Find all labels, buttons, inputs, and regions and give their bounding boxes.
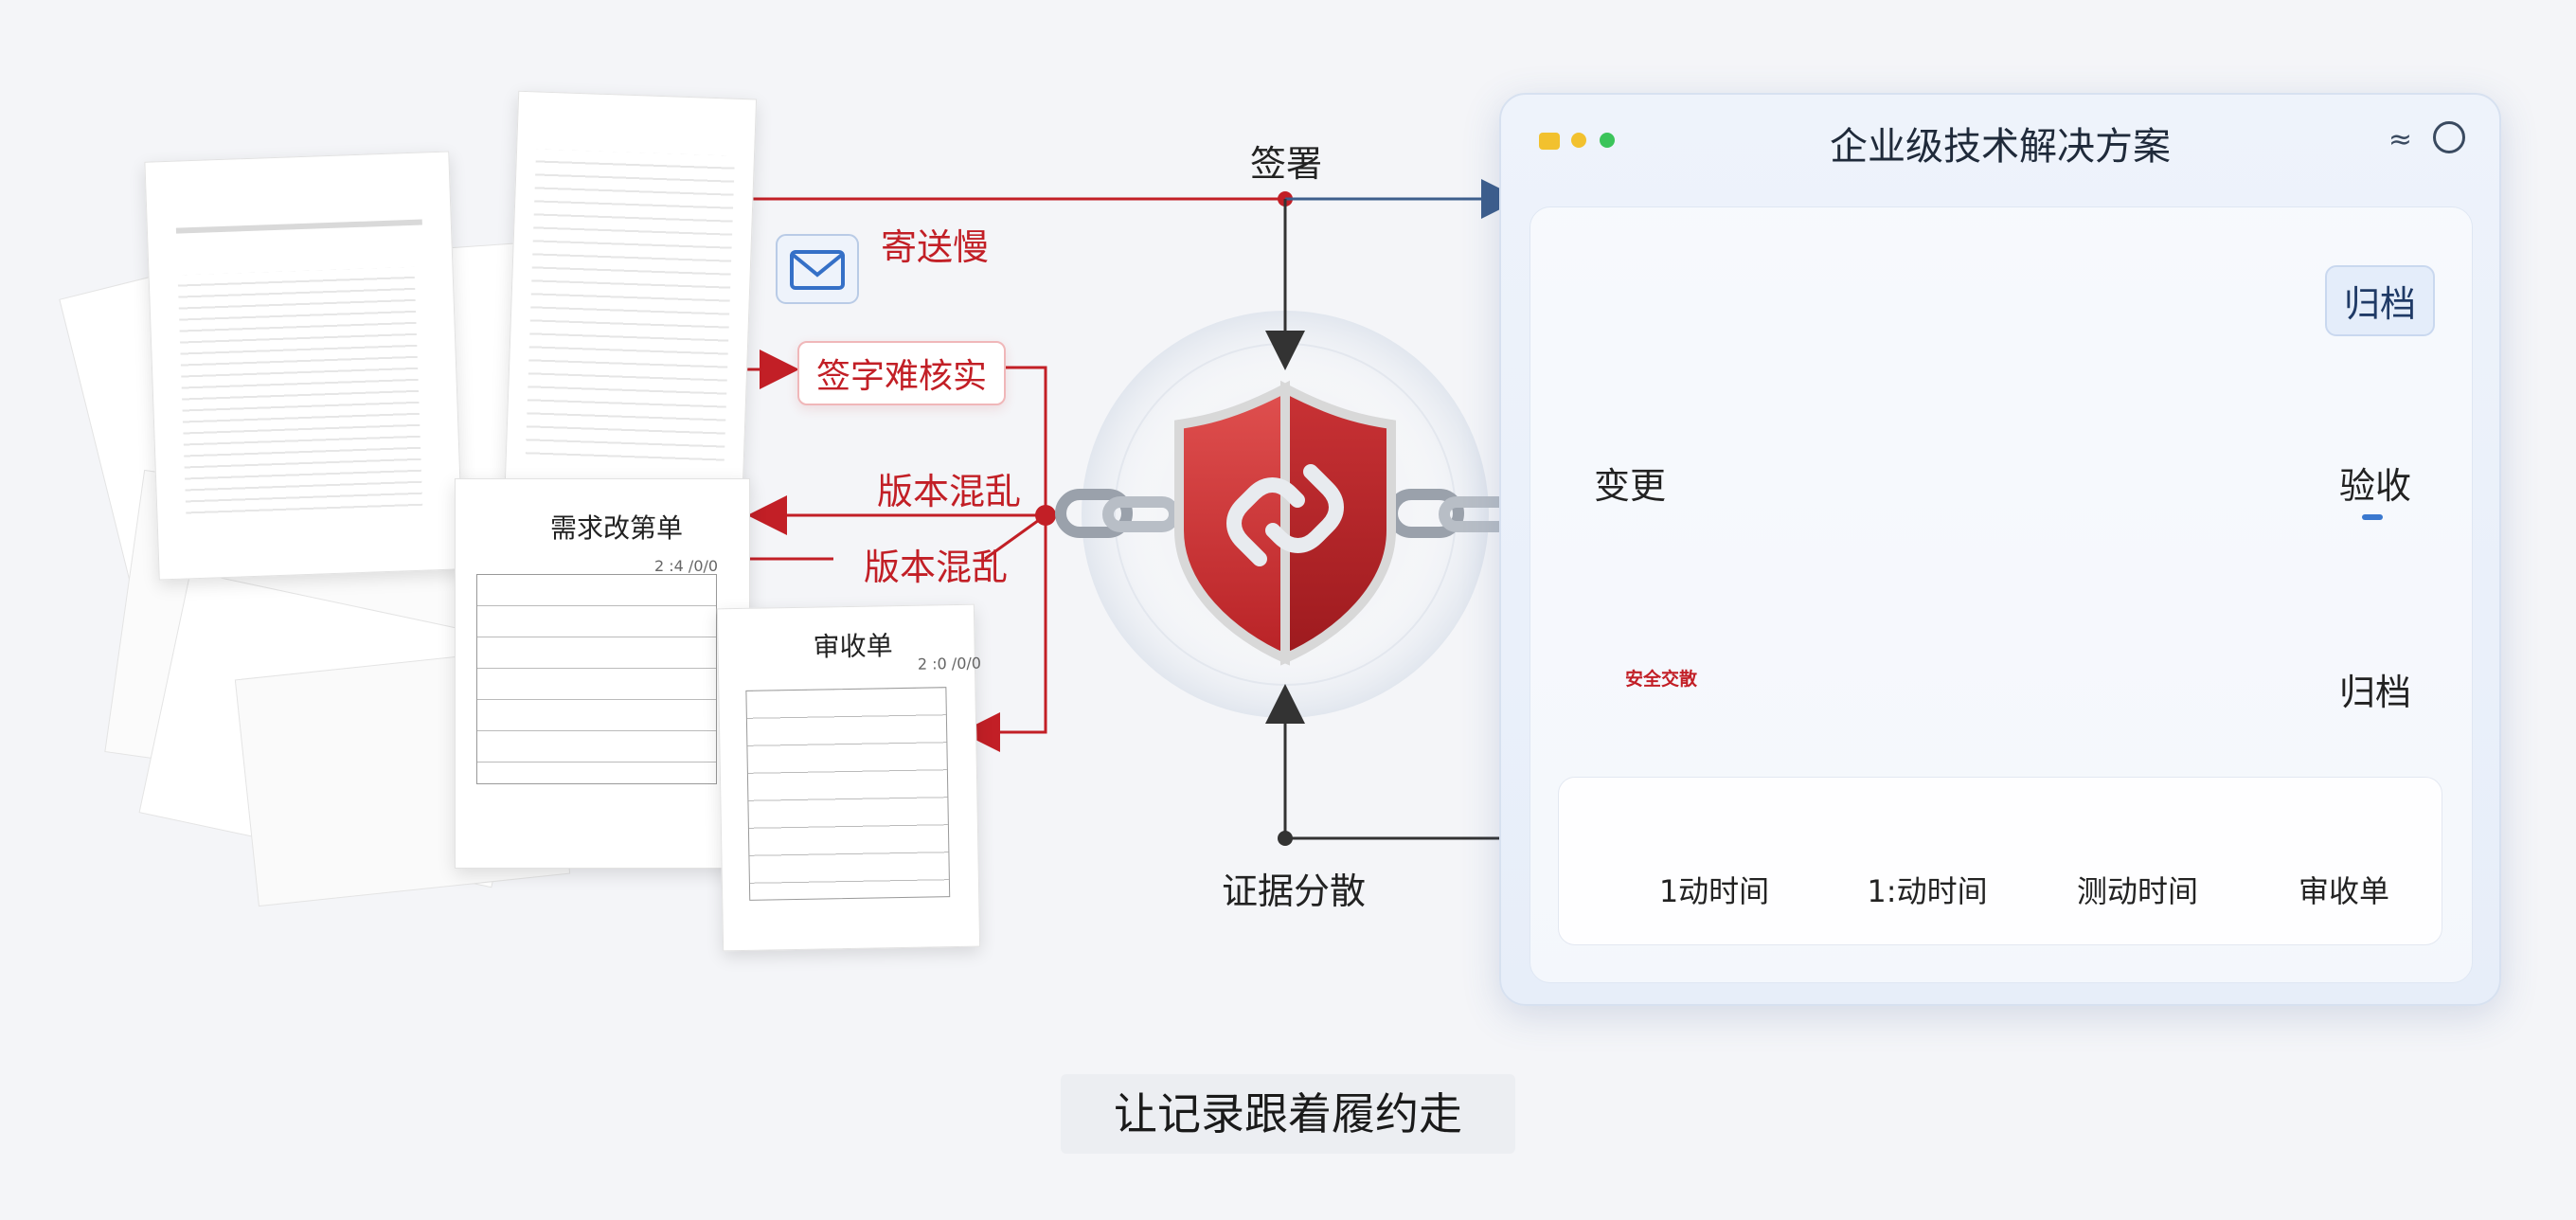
label-sign: 签署 (1250, 143, 1323, 185)
problem-version-mess-1: 版本混乱 (877, 471, 1022, 512)
shield-icon (1174, 380, 1396, 666)
check-circle-icon[interactable] (2433, 121, 2465, 153)
acceptance-form: 审收单 2 :0 /0/0 (716, 603, 982, 952)
timeline-step-1: 1动时间 (1658, 873, 1770, 909)
junction-dot (1035, 505, 1056, 526)
wifi-icon[interactable]: ≈ (2388, 123, 2412, 156)
problem-slow-delivery: 寄送慢 (881, 226, 990, 268)
stamp-text: 安全交散 (1624, 669, 1697, 690)
problem-version-mess-2: 版本混乱 (864, 547, 1009, 588)
bottom-caption: 让记录跟着履约走 (1061, 1074, 1515, 1154)
label-archive-side: 归档 (2339, 672, 2412, 713)
spec-document (504, 90, 758, 490)
envelope-icon (776, 234, 859, 304)
timeline-step-4: 审收单 (2298, 873, 2390, 909)
window-title: 企业级技术解决方案 (1830, 125, 2171, 169)
acceptance-form-code: 2 :0 /0/0 (917, 654, 982, 673)
window-dot-green (1600, 133, 1615, 148)
change-request-form: 需求改第单 2 :4 /0/0 (455, 478, 750, 869)
window-folder-dot (1539, 133, 1560, 150)
window-dot-yellow (1571, 133, 1586, 148)
timeline-step-2: 1:动时间 (1867, 873, 1988, 909)
contract-document (144, 151, 464, 581)
archive-chip[interactable]: 归档 (2325, 265, 2436, 336)
label-acceptance: 验收 (2339, 465, 2412, 507)
problem-signature-hard: 签字难核实 (797, 341, 1007, 405)
timeline-step-3: 测动时间 (2076, 873, 2199, 909)
label-evidence: 证据分散 (1222, 870, 1367, 912)
change-form-code: 2 :4 /0/0 (654, 557, 719, 575)
timeline-panel (1558, 777, 2442, 945)
label-change: 变更 (1594, 465, 1667, 507)
change-form-title: 需求改第单 (550, 512, 684, 544)
acceptance-indicator (2362, 514, 2383, 520)
acceptance-form-title: 审收单 (813, 630, 893, 663)
